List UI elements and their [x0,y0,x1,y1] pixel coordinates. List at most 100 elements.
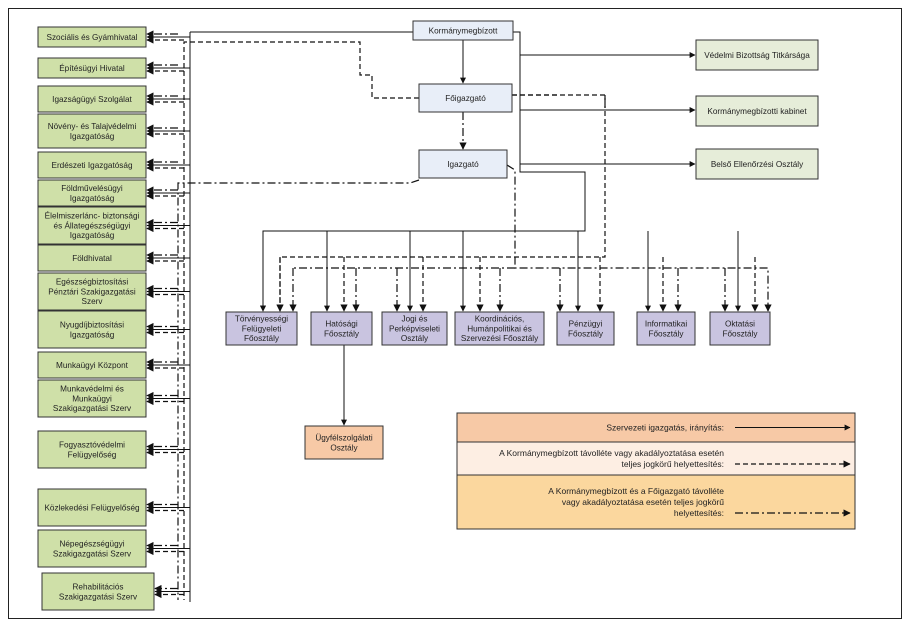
legend-label: A Kormánymegbízott távolléte vagy akadál… [499,448,724,458]
node-box [418,83,513,113]
node-box [37,85,147,113]
node-label: Közlekedési Felügyelőség [44,503,140,512]
node-box [37,272,147,311]
node-koordinacios: Koordinációs,Humánpolitikai ésSzervezési… [454,311,545,346]
connector-line [260,164,586,312]
node-label: Munkavédelmi és [60,385,124,394]
node-label: Pénztári Szakigazgatási [48,287,136,296]
node-label: Szervezési Főosztály [461,334,539,343]
node-label: Főosztály [244,334,280,343]
diagram-frame [8,8,902,619]
node-foigazgato: Főigazgató [418,83,513,113]
node-label: Koordinációs, [475,315,525,324]
node-box [37,113,147,149]
node-erdeszeti: Erdészeti Igazgatóság [37,151,147,179]
legend-item-solid: Szervezeti igazgatás, irányítás: [456,412,856,443]
node-label: Fogyasztóvédelmi [59,440,125,449]
node-label: Szakigazgatási Szerv [53,404,132,413]
node-label: Igazgatóság [70,231,115,240]
node-label: Igazságügyi Szolgálat [52,95,132,104]
node-ellenorzes: Belső Ellenőrzési Osztály [695,148,819,180]
node-label: Törvényességi [235,315,288,324]
node-kabinet: Kormánymegbízotti kabinet [695,95,819,127]
node-epitesugyi: Építésügyi Hivatal [37,57,147,79]
node-label: Igazgatóság [70,132,115,141]
node-box [556,311,615,346]
legend-box [456,474,856,530]
node-label: Perképviseleti [389,324,440,333]
node-label: Főosztály [648,329,684,338]
node-box [37,351,147,379]
node-label: Felügyeleti [242,324,282,333]
node-box [37,206,147,245]
legend-item-dashdot: A Kormánymegbízott és a Főigazgató távol… [456,474,856,530]
node-szocialis: Szociális és Gyámhivatal [37,26,147,48]
node-label: Növény- és Talajvédelmi [48,122,137,131]
node-label: Felügyelőség [68,450,117,459]
node-label: Hatósági [325,319,357,328]
legend-label: helyettesítés: [674,508,724,518]
node-box [37,379,147,418]
node-label: Munkaügyi Központ [56,361,129,370]
node-box [695,39,819,71]
node-box [454,311,545,346]
node-label: Szakigazgatási Szerv [59,592,138,601]
node-box [37,488,147,527]
node-box [695,95,819,127]
node-label: Földhivatal [72,254,112,263]
node-label: és Állategészségügyi [54,220,131,230]
node-label: Élelmiszerlánc- biztonsági [45,211,140,221]
legend-box [456,441,856,476]
node-box [304,425,384,460]
node-label: Jogi és [402,315,428,324]
connector-line [183,41,419,600]
connector-line [177,179,420,600]
node-vedelmi: Védelmi Bizottság Titkársága [695,39,819,71]
node-box [37,151,147,179]
connector-line [512,94,606,108]
node-box [37,430,147,469]
node-igazsagugyi: Igazságügyi Szolgálat [37,85,147,113]
node-label: Igazgatóság [70,330,115,339]
node-box [37,529,147,568]
node-label: Népegészségügyi [59,539,124,548]
node-box [41,572,155,611]
node-label: Védelmi Bizottság Titkársága [704,51,810,60]
connector-line [519,55,696,113]
node-label: Osztály [401,334,429,343]
node-label: Oktatási [725,319,755,328]
node-label: Belső Ellenőrzési Osztály [711,160,804,169]
node-label: Kormánymegbízott [429,26,498,35]
node-label: Humánpolitikai és [467,324,532,333]
node-box [381,311,448,346]
connector-line [276,95,606,312]
node-foldhivatal: Földhivatal [37,244,147,272]
node-label: Főosztály [324,329,360,338]
connector-line [513,31,696,58]
node-label: Osztály [330,443,358,452]
node-box [418,149,508,179]
node-box [636,311,696,346]
legend-label: teljes jogkörű helyettesítés: [621,459,724,469]
node-label: Főosztály [568,329,604,338]
node-label: Építésügyi Hivatal [59,63,125,73]
node-label: Pénzügyi [569,319,603,328]
node-label: Rehabilitációs [73,582,124,591]
node-label: Informatikai [645,319,687,328]
node-box [37,244,147,272]
node-label: Igazgatóság [70,194,115,203]
node-box [37,26,147,48]
node-label: Szociális és Gyámhivatal [46,33,137,42]
legend-label: A Kormánymegbízott és a Főigazgató távol… [548,486,724,496]
